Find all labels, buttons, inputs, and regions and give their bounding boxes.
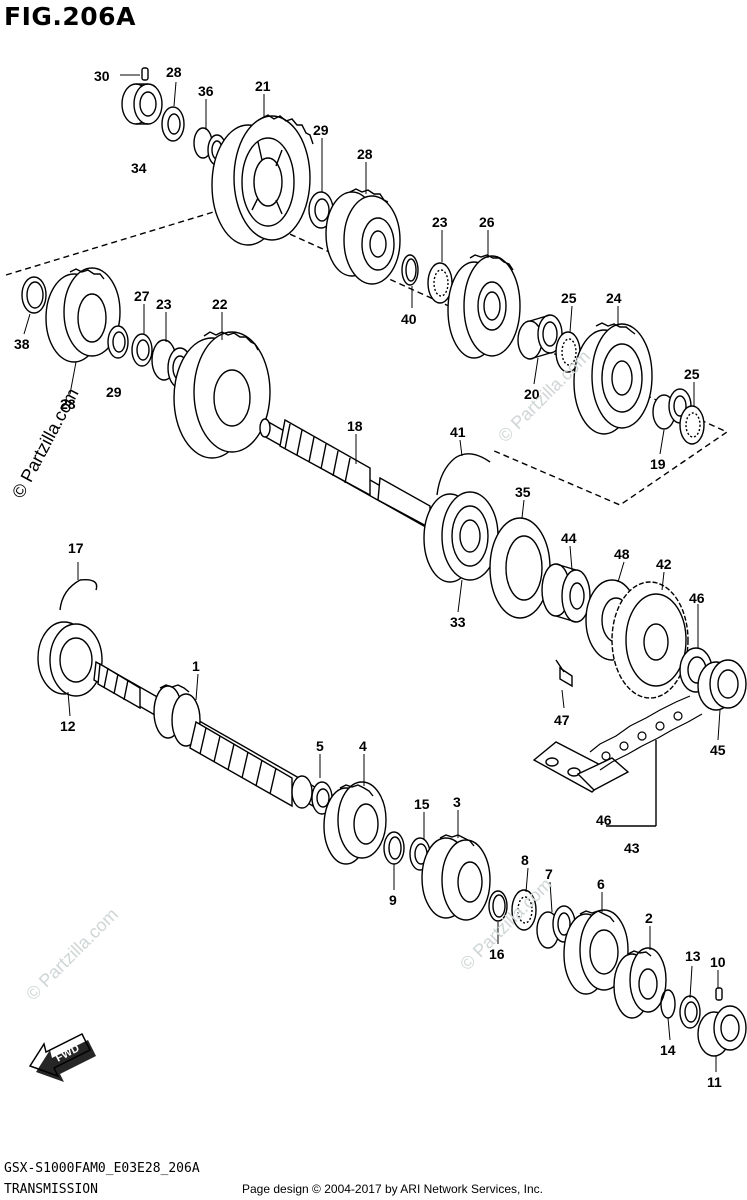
part-20-needle-bearing	[517, 314, 563, 360]
part-4-gear	[323, 781, 387, 865]
callout-6[interactable]: 6	[597, 876, 605, 892]
callout-25-b[interactable]: 25	[561, 290, 577, 306]
callout-13[interactable]: 13	[685, 948, 701, 964]
part-25-splined-washer-c	[679, 405, 705, 445]
callout-2[interactable]: 2	[645, 910, 653, 926]
part-38-circlip	[21, 276, 47, 314]
part-11-needle-bearing	[697, 1005, 747, 1057]
callout-3[interactable]: 3	[453, 794, 461, 810]
part-10-pin	[715, 987, 723, 1001]
callout-18[interactable]: 18	[347, 418, 363, 434]
callout-23[interactable]: 23	[156, 296, 172, 312]
callout-25-c[interactable]: 25	[684, 366, 700, 382]
part-45-nut	[697, 659, 747, 711]
part-30-washer	[161, 106, 185, 142]
leader-lines	[23, 74, 721, 1072]
callout-24[interactable]: 24	[606, 290, 622, 306]
callout-38[interactable]: 38	[14, 336, 30, 352]
part-12-bearing	[37, 621, 103, 697]
callout-46[interactable]: 46	[689, 590, 705, 606]
part-41-sprocket	[611, 581, 689, 699]
callout-34[interactable]: 34	[131, 160, 147, 176]
part-33-ball-bearing	[423, 491, 499, 583]
callout-12[interactable]: 12	[60, 718, 76, 734]
callout-14[interactable]: 14	[660, 1042, 676, 1058]
model-code: GSX-S1000FAM0_E03E28_206A	[4, 1161, 200, 1176]
part-2-gear	[613, 947, 667, 1019]
callout-20[interactable]: 20	[524, 386, 540, 402]
part-43-drive-chain	[589, 695, 703, 771]
callout-9[interactable]: 9	[389, 892, 397, 908]
callout-5[interactable]: 5	[316, 738, 324, 754]
callout-16[interactable]: 16	[489, 946, 505, 962]
copyright-notice: Page design © 2004-2017 by ARI Network S…	[242, 1182, 544, 1196]
part-35-oil-seal	[489, 517, 551, 619]
callout-35[interactable]: 35	[515, 484, 531, 500]
part-18-drive-shaft	[259, 418, 441, 537]
part-48-bolt	[555, 659, 573, 688]
part-9-circlip	[383, 831, 405, 865]
part-40-circlip	[436, 453, 491, 496]
part-32-pin	[141, 67, 149, 81]
part-8-splined-washer	[511, 889, 537, 931]
callout-1[interactable]: 1	[192, 658, 200, 674]
callout-33[interactable]: 33	[450, 614, 466, 630]
callout-11[interactable]: 11	[707, 1074, 722, 1090]
part-13-washer	[679, 995, 701, 1029]
part-36-bushing	[193, 127, 227, 166]
figure-title: FIG.206A	[4, 2, 136, 31]
callout-29[interactable]: 27	[134, 288, 150, 304]
part-16-circlip	[488, 890, 508, 922]
callout-8[interactable]: 8	[521, 852, 529, 868]
callout-31[interactable]: 29	[313, 122, 329, 138]
callout-15[interactable]: 15	[414, 796, 430, 812]
part-1-main-shaft	[93, 660, 321, 812]
callout-21[interactable]: 21	[255, 78, 271, 94]
part-27-gear	[325, 188, 401, 285]
part-28-gear	[45, 267, 121, 363]
callout-45[interactable]: 45	[710, 742, 726, 758]
callout-42[interactable]: 44	[561, 530, 577, 546]
part-14-circlip	[660, 989, 676, 1019]
callout-17[interactable]: 17	[68, 540, 84, 556]
callout-27[interactable]: 28	[357, 146, 373, 162]
part-29-washer	[107, 325, 129, 359]
callout-36[interactable]: 36	[198, 83, 214, 99]
callout-19[interactable]: 19	[650, 456, 666, 472]
part-3-gear	[421, 834, 491, 921]
callout-40[interactable]: 41	[450, 424, 466, 440]
section-name: TRANSMISSION	[4, 1182, 98, 1197]
part-39-circlip	[401, 254, 419, 286]
callout-4[interactable]: 4	[359, 738, 367, 754]
callout-41[interactable]: 42	[656, 556, 672, 572]
callout-28[interactable]: 28	[60, 396, 76, 412]
callout-48[interactable]: 47	[554, 712, 570, 728]
callout-44[interactable]: 46	[596, 812, 612, 828]
group-boundary	[5, 206, 729, 506]
callout-10[interactable]: 10	[710, 954, 726, 970]
callout-22[interactable]: 22	[212, 296, 228, 312]
part-21-gear	[211, 114, 314, 246]
part-34-needle-bearing	[121, 83, 163, 125]
callout-47[interactable]: 48	[614, 546, 630, 562]
callout-32[interactable]: 30	[94, 68, 110, 84]
part-44-chain-joint	[532, 741, 630, 793]
callout-25-a[interactable]: 23	[432, 214, 448, 230]
part-24-gear	[573, 322, 653, 435]
forward-arrow-icon: FWD	[28, 1032, 96, 1082]
callout-7[interactable]: 7	[545, 866, 553, 882]
callout-30[interactable]: 28	[166, 64, 182, 80]
part-26-gear	[447, 254, 521, 359]
callout-29-b[interactable]: 29	[106, 384, 122, 400]
part-29-washer-b	[131, 333, 153, 367]
callout-39[interactable]: 40	[401, 311, 417, 327]
callout-43[interactable]: 43	[624, 840, 640, 856]
part-17-circlip	[59, 579, 98, 611]
callout-26[interactable]: 26	[479, 214, 495, 230]
part-42-spacer	[541, 563, 591, 623]
part-22-gear	[173, 331, 271, 459]
